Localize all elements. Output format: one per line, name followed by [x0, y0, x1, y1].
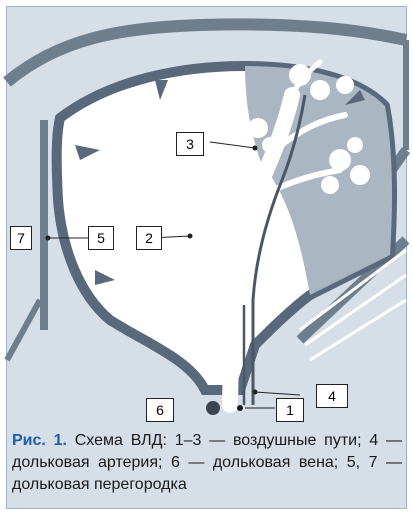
caption-text: Схема ВЛД: 1–3 — воздушные пути; 4 — дол… [12, 432, 402, 493]
label-6: 6 [146, 398, 174, 422]
lobule-diagram [0, 0, 413, 430]
label-dot [46, 236, 51, 241]
label-1: 1 [276, 398, 304, 422]
airway-marker [237, 405, 243, 411]
label-2: 2 [136, 226, 162, 250]
caption-prefix: Рис. 1. [12, 432, 67, 449]
label-3: 3 [176, 132, 204, 156]
figure-caption: Рис. 1. Схема ВЛД: 1–3 — воздушные пути;… [12, 430, 402, 496]
label-dot [253, 390, 258, 395]
label-5: 5 [88, 226, 114, 250]
label-dot [253, 146, 258, 151]
label-7: 7 [10, 226, 32, 250]
lobular-vein-marker [206, 401, 220, 415]
label-dot [188, 234, 193, 239]
label-4: 4 [316, 384, 348, 408]
